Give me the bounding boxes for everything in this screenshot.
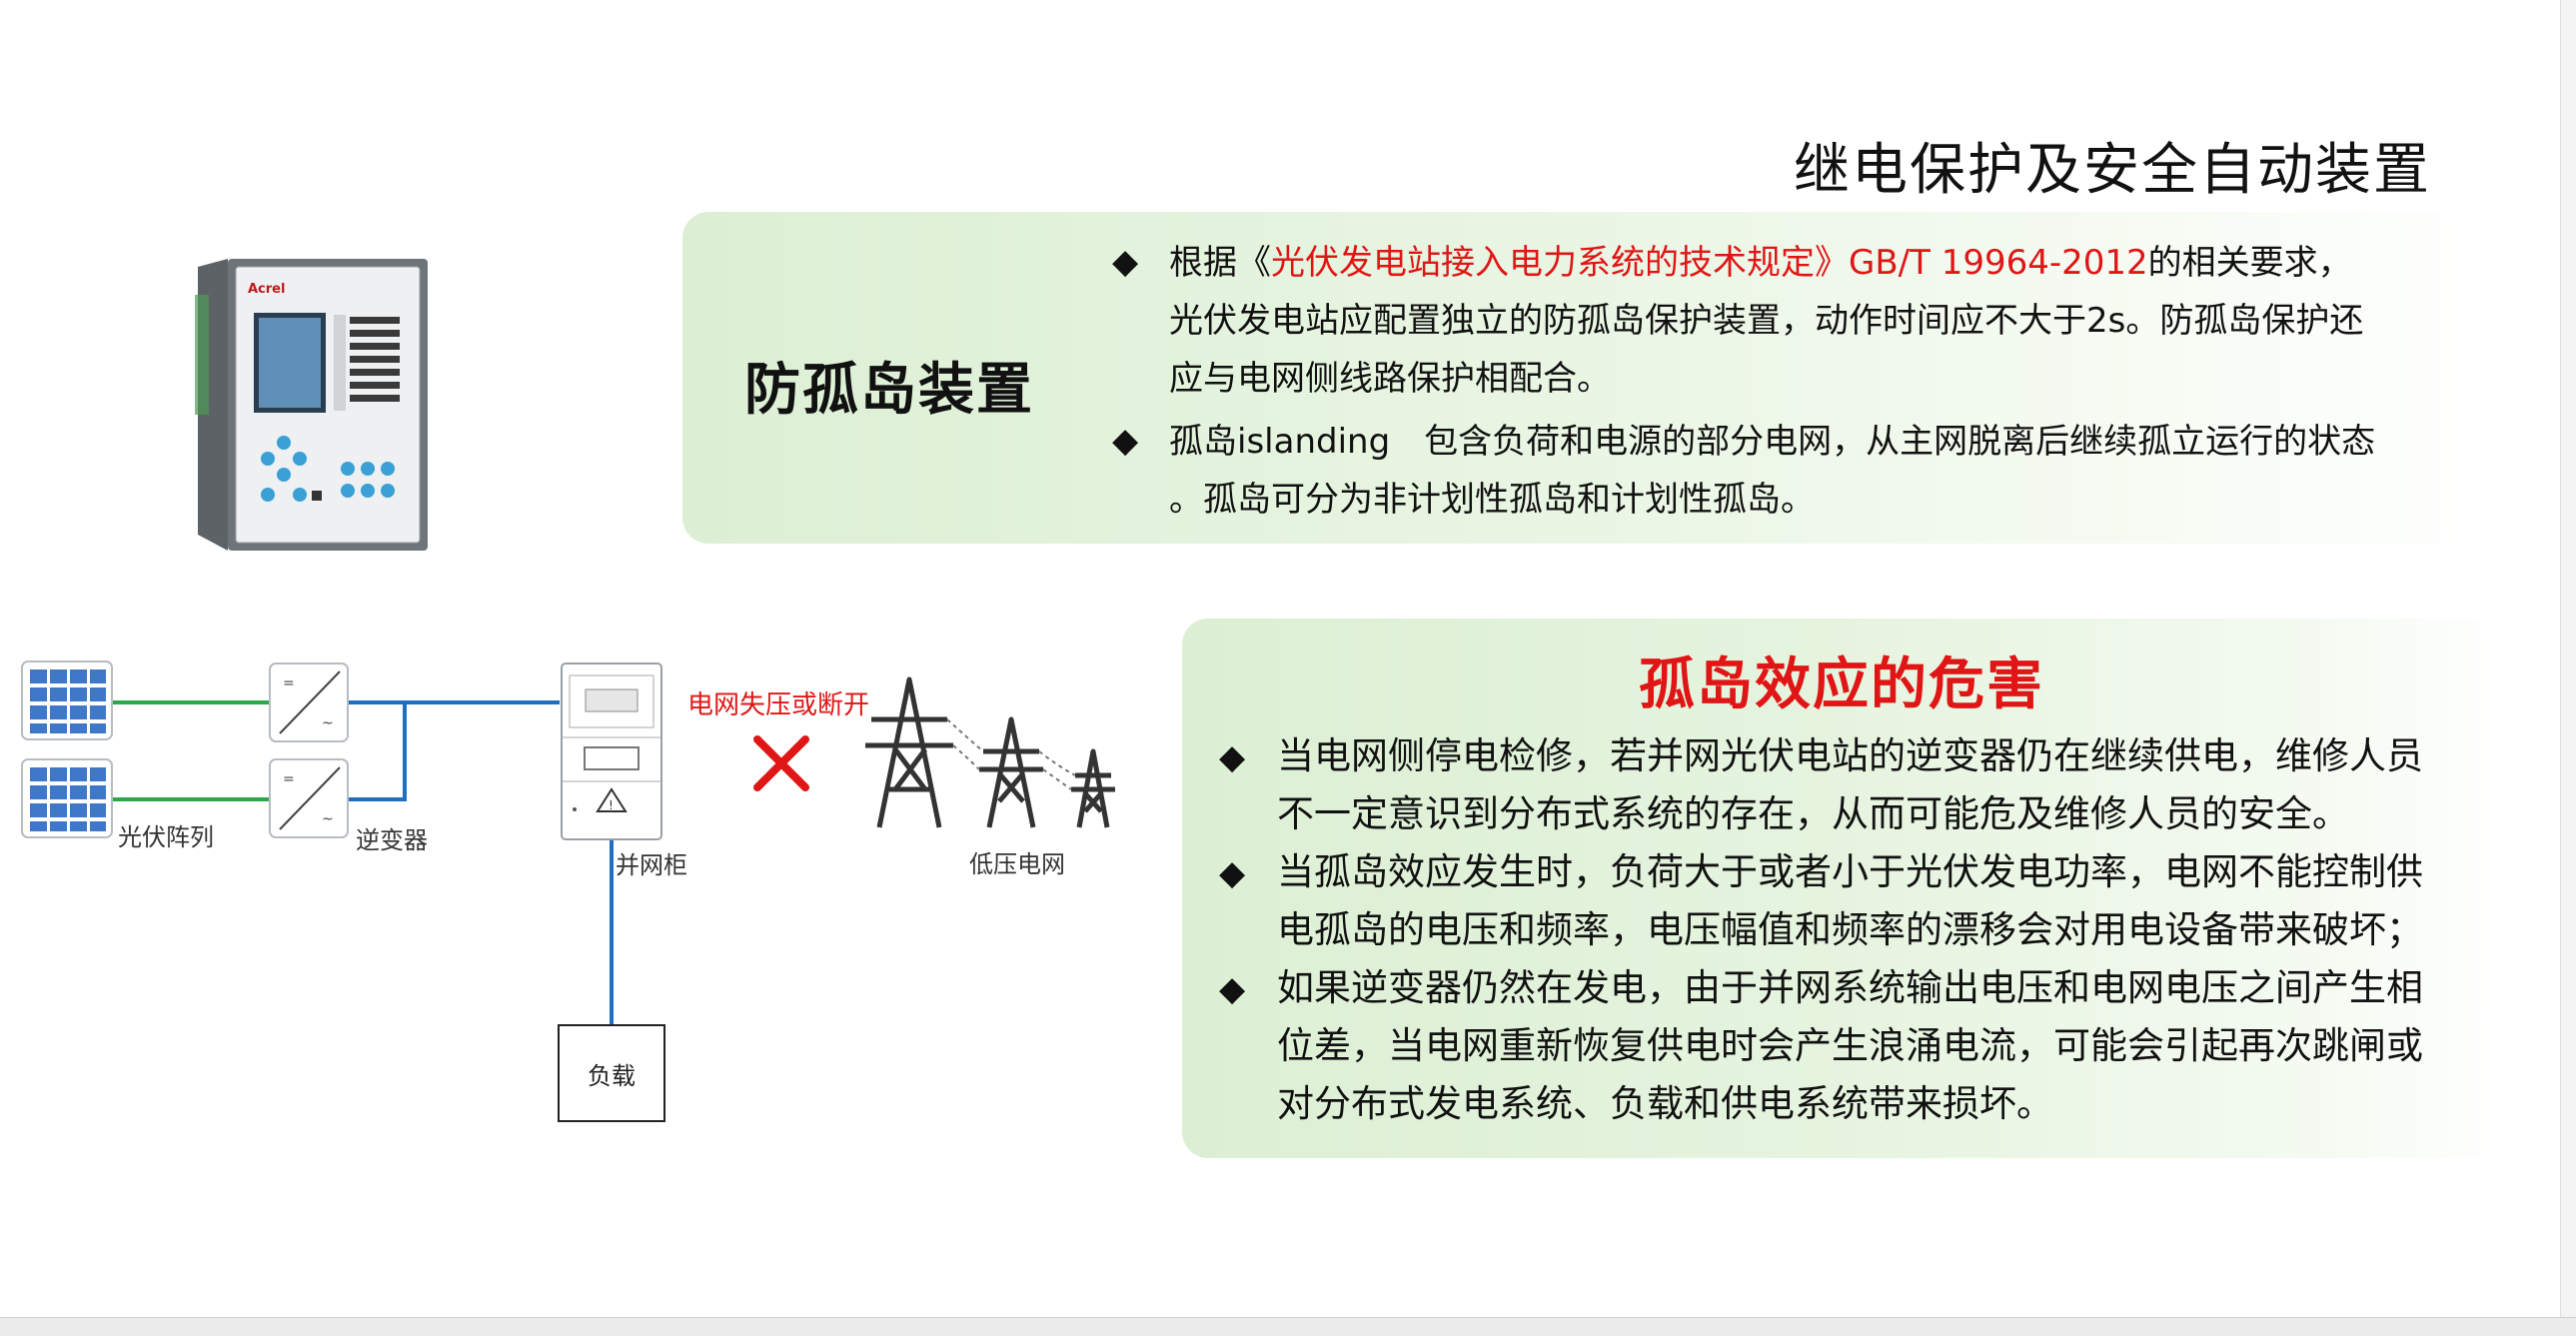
anti-islanding-title: 防孤岛装置: [744, 358, 1034, 423]
anti-islanding-bullet-1: 根据《光伏发电站接入电力系统的技术规定》GB/T 19964-2012的相关要求…: [1169, 234, 2528, 408]
diamond-bullet-icon: ◆: [1219, 737, 1246, 777]
islanding-diagram: = ~ = ~ !: [0, 640, 1149, 1139]
harm-bullet-3: 如果逆变器仍然在发电，由于并网系统输出电压和电网电压之间产生相 位差，当电网重新…: [1277, 959, 2506, 1133]
bullet1-line-2: 光伏发电站应配置独立的防孤岛保护装置，动作时间应不大于2s。防孤岛保护还: [1169, 301, 2364, 341]
bullet2-line-1: 孤岛islanding 包含负荷和电源的部分电网，从主网脱离后继续孤立运行的状态: [1169, 422, 2376, 462]
harm1-line-1: 当电网侧停电检修，若并网光伏电站的逆变器仍在继续供电，维修人员: [1277, 734, 2423, 777]
harm-bullet-1: 当电网侧停电检修，若并网光伏电站的逆变器仍在继续供电，维修人员 不一定意识到分布…: [1277, 727, 2506, 843]
pv-array-icon: [21, 758, 113, 838]
harm1-line-2: 不一定意识到分布式系统的存在，从而可能危及维修人员的安全。: [1277, 792, 2349, 835]
svg-text:~: ~: [322, 715, 334, 731]
inverter-icon: = ~: [269, 758, 349, 838]
anti-islanding-panel: [682, 212, 2506, 544]
harm3-line-2: 位差，当电网重新恢复供电时会产生浪涌电流，可能会引起再次跳闸或: [1277, 1024, 2423, 1067]
harm2-line-1: 当孤岛效应发生时，负荷大于或者小于光伏发电功率，电网不能控制供: [1277, 850, 2423, 893]
svg-text:=: =: [283, 675, 295, 691]
wire-inverter2-bus: [348, 702, 407, 801]
anti-islanding-bullet-2: 孤岛islanding 包含负荷和电源的部分电网，从主网脱离后继续孤立运行的状态…: [1169, 413, 2528, 529]
transmission-towers-icon: [865, 676, 1115, 828]
fault-label: 电网失压或断开: [687, 690, 870, 720]
svg-text:~: ~: [322, 811, 334, 827]
harm3-line-1: 如果逆变器仍然在发电，由于并网系统输出电压和电网电压之间产生相: [1277, 966, 2423, 1009]
diamond-bullet-icon: ◆: [1219, 853, 1246, 893]
standard-reference: 光伏发电站接入电力系统的技术规定》GB/T 19964-2012: [1271, 243, 2148, 283]
grid-cabinet-icon: !: [561, 663, 662, 840]
page-title: 继电保护及安全自动装置: [1794, 138, 2431, 203]
disconnect-cross-icon: [753, 735, 809, 791]
harm-bullet-2: 当孤岛效应发生时，负荷大于或者小于光伏发电功率，电网不能控制供 电孤岛的电压和频…: [1277, 843, 2506, 959]
bullet2-line-2: 。孤岛可分为非计划性孤岛和计划性孤岛。: [1169, 480, 1815, 520]
window-bottom-edge: [0, 1317, 2576, 1336]
cabinet-label: 并网柜: [616, 851, 687, 879]
diamond-bullet-icon: ◆: [1112, 242, 1139, 282]
brand-logo: Acrel: [248, 282, 285, 297]
bullet1-line-3: 应与电网侧线路保护相配合。: [1169, 359, 1611, 399]
pv-array-label: 光伏阵列: [118, 823, 214, 851]
harm3-line-3: 对分布式发电系统、负载和供电系统带来损坏。: [1277, 1082, 2053, 1125]
load-box: 负载: [558, 1024, 665, 1122]
diamond-bullet-icon: ◆: [1219, 969, 1246, 1009]
inverter-label: 逆变器: [356, 826, 428, 854]
harm-title: 孤岛效应的危害: [1639, 653, 2044, 717]
bullet1-suffix: 的相关要求，: [2147, 243, 2352, 283]
svg-text:!: !: [609, 798, 614, 812]
harm2-line-2: 电孤岛的电压和频率，电压幅值和频率的漂移会对用电设备带来破坏；: [1277, 908, 2423, 951]
bullet1-prefix: 根据《: [1169, 243, 1271, 283]
inverter-icon: = ~: [269, 663, 349, 742]
svg-text:=: =: [283, 771, 295, 787]
islanding-harm-panel: [1182, 619, 2511, 1158]
grid-label: 低压电网: [969, 850, 1065, 878]
window-right-edge: [2560, 0, 2576, 1317]
pv-array-icon: [21, 661, 113, 740]
protection-device-image: Acrel: [188, 255, 438, 555]
diamond-bullet-icon: ◆: [1112, 421, 1139, 461]
